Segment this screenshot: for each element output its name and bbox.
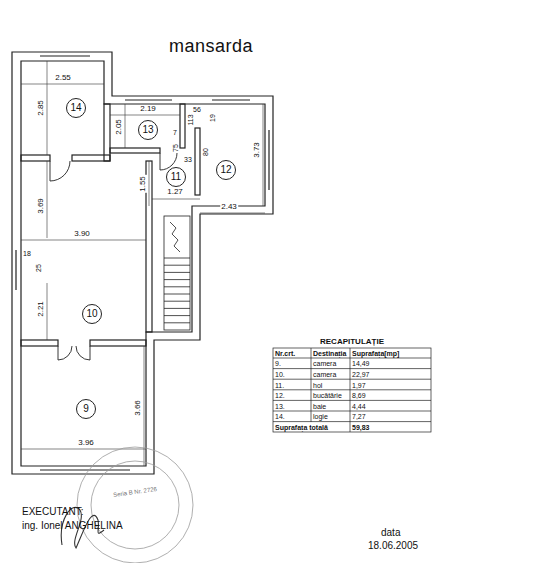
table-cell: camera <box>313 370 336 377</box>
dimension-line <box>125 104 126 148</box>
date-value: 18.06.2005 <box>368 541 418 551</box>
wall <box>21 155 50 161</box>
table-header: Destinația <box>313 350 346 357</box>
room-callout: 14 <box>66 98 86 118</box>
stamp <box>77 447 193 563</box>
table-cell: baie <box>313 402 326 409</box>
dimension: 2.05 <box>115 118 123 136</box>
table-cell: 14. <box>275 413 285 420</box>
dimension: 2.85 <box>37 99 45 117</box>
room-number: 12 <box>220 165 231 175</box>
dimension-line <box>152 199 200 200</box>
table-grid <box>273 348 431 432</box>
room-callout: 12 <box>216 160 236 180</box>
table-cell: hol <box>313 381 322 388</box>
dimension: 2.55 <box>54 74 72 82</box>
room-callout: 10 <box>82 304 102 324</box>
door-arc <box>76 346 90 360</box>
dimension-line <box>200 213 265 214</box>
room-number: 11 <box>171 172 181 182</box>
table-cell: 59,83 <box>352 423 370 430</box>
dimension: 33 <box>183 156 193 163</box>
dimension: 3.96 <box>77 439 95 447</box>
inner-wall <box>21 61 265 466</box>
dimension: 1.55 <box>139 175 147 193</box>
dimension-line <box>263 104 264 206</box>
dimension-line <box>149 161 150 206</box>
room-number: 10 <box>86 309 97 319</box>
table-title: RECAPITULAȚIE <box>320 338 384 346</box>
dimension: 1.27 <box>166 188 184 196</box>
dimension: 113 <box>187 113 194 126</box>
door-arc <box>50 161 70 181</box>
outer-wall <box>12 52 273 474</box>
dimension: 25 <box>35 263 42 273</box>
table-cell: 8,69 <box>352 392 366 399</box>
window <box>268 130 269 190</box>
dimension-line <box>47 283 48 340</box>
stamp-text: Seria B Nr. 2726 <box>113 486 157 498</box>
dimension: 3.90 <box>73 230 91 238</box>
table-cell: 9. <box>275 360 281 367</box>
executant-name: ing. Ionel ANGHELINA <box>22 521 123 531</box>
wall <box>110 148 160 153</box>
door-arc <box>58 346 72 360</box>
room-callout: 9 <box>76 399 96 419</box>
dimension-line <box>21 84 104 85</box>
dimension-line <box>21 449 146 450</box>
table-header: Suprafața[mp] <box>352 350 399 357</box>
staircase <box>164 216 190 330</box>
table-cell: 13. <box>275 402 285 409</box>
table-cell: 14,49 <box>352 360 370 367</box>
table-cell: 22,97 <box>352 370 370 377</box>
table-cell: 10. <box>275 370 285 377</box>
dimension: 18 <box>22 250 32 257</box>
dimension: 80 <box>202 147 209 157</box>
room-callout: 11 <box>166 167 186 187</box>
wall <box>90 340 146 346</box>
window <box>40 469 130 470</box>
dimension: 7 <box>172 129 178 136</box>
room-callout: 13 <box>138 120 158 140</box>
dimension-line <box>47 161 48 238</box>
dimension: 3.66 <box>134 399 142 417</box>
window <box>125 99 172 100</box>
window <box>15 250 16 290</box>
table-cell: 1,97 <box>352 381 366 388</box>
wall <box>21 340 58 346</box>
stamp <box>91 461 179 549</box>
table-cell: 4,44 <box>352 402 366 409</box>
dimension-line <box>47 61 48 155</box>
dimension: 19 <box>209 113 216 123</box>
wall <box>180 104 185 148</box>
window <box>212 99 250 100</box>
dimension: 75 <box>172 143 179 153</box>
date-label: data <box>381 528 400 538</box>
dimension-line <box>110 115 180 116</box>
room-number: 9 <box>83 404 89 414</box>
dimension: 56 <box>192 106 202 113</box>
executant-label: EXECUTANT: <box>22 507 84 517</box>
dimension: 2.43 <box>220 203 238 211</box>
dimension-line <box>21 240 146 241</box>
dimension: 2.19 <box>139 105 157 113</box>
table-header: Nr.crt. <box>275 350 295 357</box>
wall <box>104 104 110 161</box>
room-number: 13 <box>142 125 153 135</box>
dimension: 2.21 <box>37 300 45 318</box>
dimension: 3.69 <box>37 197 45 215</box>
window <box>40 55 90 56</box>
dimension: 3.73 <box>253 141 261 159</box>
table-cell: camera <box>313 360 336 367</box>
table-cell: logie <box>313 413 328 420</box>
table-cell: 11. <box>275 381 284 388</box>
table-cell: 12. <box>275 392 285 399</box>
room-number: 14 <box>70 103 81 113</box>
table-cell: 7,27 <box>352 413 366 420</box>
table-cell: bucătărie <box>313 392 342 399</box>
wall <box>195 128 200 195</box>
plan-title: mansarda <box>169 37 253 55</box>
table-cell: Suprafața totală <box>275 423 328 430</box>
